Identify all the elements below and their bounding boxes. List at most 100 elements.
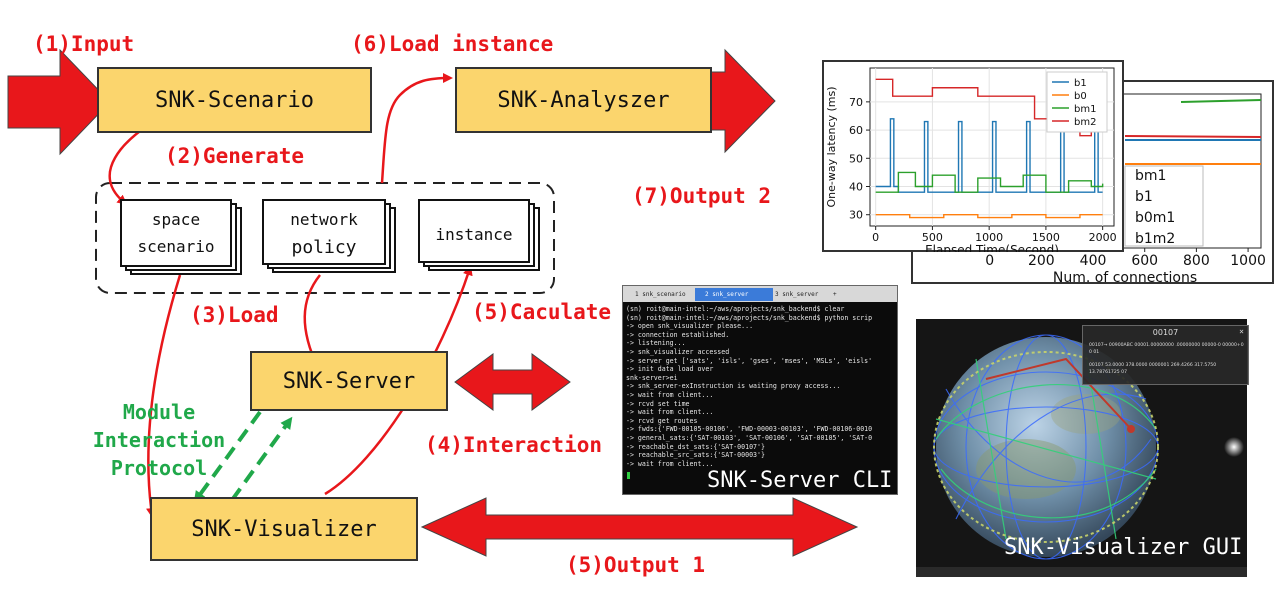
network-policy-card: network policy — [262, 199, 386, 265]
terminal-tab-3[interactable]: 3 snk_server — [775, 291, 819, 298]
back-x-tick-label: 200 — [1028, 253, 1055, 269]
terminal-line: -> snk_visualizer accessed — [626, 348, 730, 356]
series-line-b0 — [875, 214, 1103, 219]
x-tick-label: 1000 — [975, 231, 1003, 244]
step-input-label: (1)Input — [33, 32, 135, 56]
earth-globe — [936, 337, 1156, 557]
step-load-label: (3)Load — [190, 303, 279, 327]
instance-line: instance — [435, 225, 513, 244]
y-axis-label: One-way latency (ms) — [825, 86, 838, 207]
terminal-line: (sn) roit@main-intel:~/aws/aprojects/snk… — [626, 305, 845, 313]
y-tick-label: 50 — [849, 152, 863, 165]
satellite-info-popup: 00107 × 00107→ 00900ABC 00001.00000000 .… — [1082, 325, 1249, 385]
back-legend-label: b0m1 — [1135, 210, 1175, 226]
back-line-red — [1124, 135, 1262, 138]
snk-visualizer-box: SNK-Visualizer — [150, 497, 418, 561]
snk-server-cli-caption: SNK-Server CLI — [707, 468, 893, 493]
terminal-new-tab-icon[interactable]: + — [833, 291, 837, 298]
step-output1-label: (5)Output 1 — [566, 553, 706, 577]
snk-analyzer-box: SNK-Analyszer — [455, 67, 712, 133]
protocol-line2: Interaction — [92, 428, 226, 452]
back-legend-label: b1m2 — [1135, 231, 1175, 247]
space-scenario-line1: space — [151, 210, 201, 229]
step-output2-label: (7)Output 2 — [632, 184, 772, 208]
back-legend-label: b1 — [1135, 189, 1153, 205]
sun-glow — [1224, 437, 1244, 457]
terminal-line: -> wait from client... — [626, 391, 714, 399]
network-policy-line2: policy — [291, 237, 357, 258]
x-tick-label: 2000 — [1089, 231, 1117, 244]
protocol-line1: Module — [122, 400, 196, 424]
generated-files-group — [95, 182, 555, 294]
popup-title: 00107 — [1152, 328, 1179, 337]
space-scenario-line2: scenario — [137, 237, 215, 256]
step-load-instance-label: (6)Load instance — [351, 32, 554, 56]
snk-server-cli-terminal: 1 snk_scenario 2 snk_server 3 snk_server… — [622, 285, 898, 495]
terminal-tab-1[interactable]: 1 snk_scenario — [635, 291, 686, 298]
globe-view — [916, 334, 1247, 577]
instance-card: instance — [418, 199, 530, 263]
terminal-line: snk-server>ei — [626, 373, 678, 382]
terminal-line: -> server get ['sats', 'isls', 'gses', '… — [626, 356, 873, 365]
series-line-bm1 — [875, 171, 1104, 193]
step-calculate-label: (5)Caculate — [472, 300, 612, 324]
space-scenario-card: space scenario — [120, 199, 232, 267]
terminal-line: -> open snk_visualizer please... — [626, 322, 754, 331]
back-x-tick-label: 600 — [1131, 253, 1158, 269]
input-arrow — [7, 48, 111, 156]
terminal-line: -> rcvd get routes — [626, 416, 698, 425]
step-generate-label: (2)Generate — [165, 144, 305, 168]
terminal-line: -> fwds:{'FWD-00105-00106', 'FWD-00003-0… — [626, 425, 873, 434]
terminal-line: (sn) roit@main-intel:~/aws/aprojects/snk… — [626, 313, 873, 322]
legend-label-b0: b0 — [1074, 91, 1087, 102]
snk-scenario-box: SNK-Scenario — [97, 67, 372, 133]
back-x-tick-label: 800 — [1183, 253, 1210, 269]
terminal-line: -> wait from client... — [626, 408, 714, 417]
terminal-line: -> init data load over — [626, 365, 714, 374]
x-tick-label: 500 — [922, 231, 943, 244]
terminal-line: -> reachable_src_sats:{'SAT-00003'} — [626, 451, 765, 460]
step-interaction-label: (4)Interaction — [425, 433, 603, 457]
terminal-line: -> general_sats:{'SAT-00103', 'SAT-00106… — [626, 434, 873, 442]
terminal-line: -> snk_server-exInstruction is waiting p… — [626, 382, 841, 391]
terminal-line: -> wait from client... — [626, 459, 714, 468]
snk-analyzer-label: SNK-Analyszer — [497, 87, 670, 113]
output1-double-arrow — [420, 497, 859, 557]
legend-label-bm2: bm2 — [1074, 117, 1096, 128]
y-tick-label: 30 — [849, 209, 863, 222]
popup-line1: 00107→ 00900ABC 00001.00000000 .00000000… — [1089, 343, 1244, 355]
back-x-tick-label: 400 — [1080, 253, 1107, 269]
module-interaction-protocol-label: Module Interaction Protocol — [84, 398, 234, 482]
y-tick-label: 70 — [849, 96, 863, 109]
series-line-b1 — [875, 118, 1103, 193]
popup-line2: 00107 53.0000 378.0000 0000001 269.4266 … — [1089, 363, 1217, 375]
terminal-line: -> rcvd set time — [626, 399, 690, 408]
back-x-tick-label: 1000 — [1230, 253, 1266, 269]
snk-server-label: SNK-Server — [282, 368, 416, 394]
back-legend-label: bm1 — [1135, 168, 1166, 184]
popup-close-icon[interactable]: × — [1239, 327, 1244, 336]
y-tick-label: 60 — [849, 124, 863, 137]
terminal-line: -> reachable_dst_sats:{'SAT-00107'} — [626, 442, 765, 451]
snk-scenario-label: SNK-Scenario — [155, 87, 314, 113]
snk-visualizer-gui-caption: SNK-Visualizer GUI — [1004, 535, 1243, 560]
snk-visualizer-label: SNK-Visualizer — [191, 516, 377, 542]
legend-label-bm1: bm1 — [1074, 104, 1096, 115]
back-legend-box — [1124, 165, 1204, 247]
terminal-tab-bar: 1 snk_scenario 2 snk_server 3 snk_server… — [623, 286, 897, 302]
back-line-green — [1180, 99, 1262, 103]
snk-visualizer-gui-screenshot: SNK-Visualizer GUI — [916, 319, 1247, 577]
terminal-line: -> connection established. — [626, 330, 730, 339]
y-tick-label: 40 — [849, 181, 863, 194]
back-x-axis-label: Num. of connections — [1053, 270, 1197, 284]
x-tick-label: 0 — [872, 231, 879, 244]
terminal-tab-2[interactable]: 2 snk_server — [695, 288, 773, 301]
x-axis-label: Elapsed Time(Second) — [925, 243, 1059, 252]
snk-server-box: SNK-Server — [250, 351, 448, 411]
network-policy-line1: network — [290, 210, 358, 229]
back-x-tick-label: 0 — [985, 253, 994, 269]
x-tick-label: 1500 — [1032, 231, 1060, 244]
protocol-line3: Protocol — [110, 456, 208, 480]
legend-label-b1: b1 — [1074, 78, 1087, 89]
